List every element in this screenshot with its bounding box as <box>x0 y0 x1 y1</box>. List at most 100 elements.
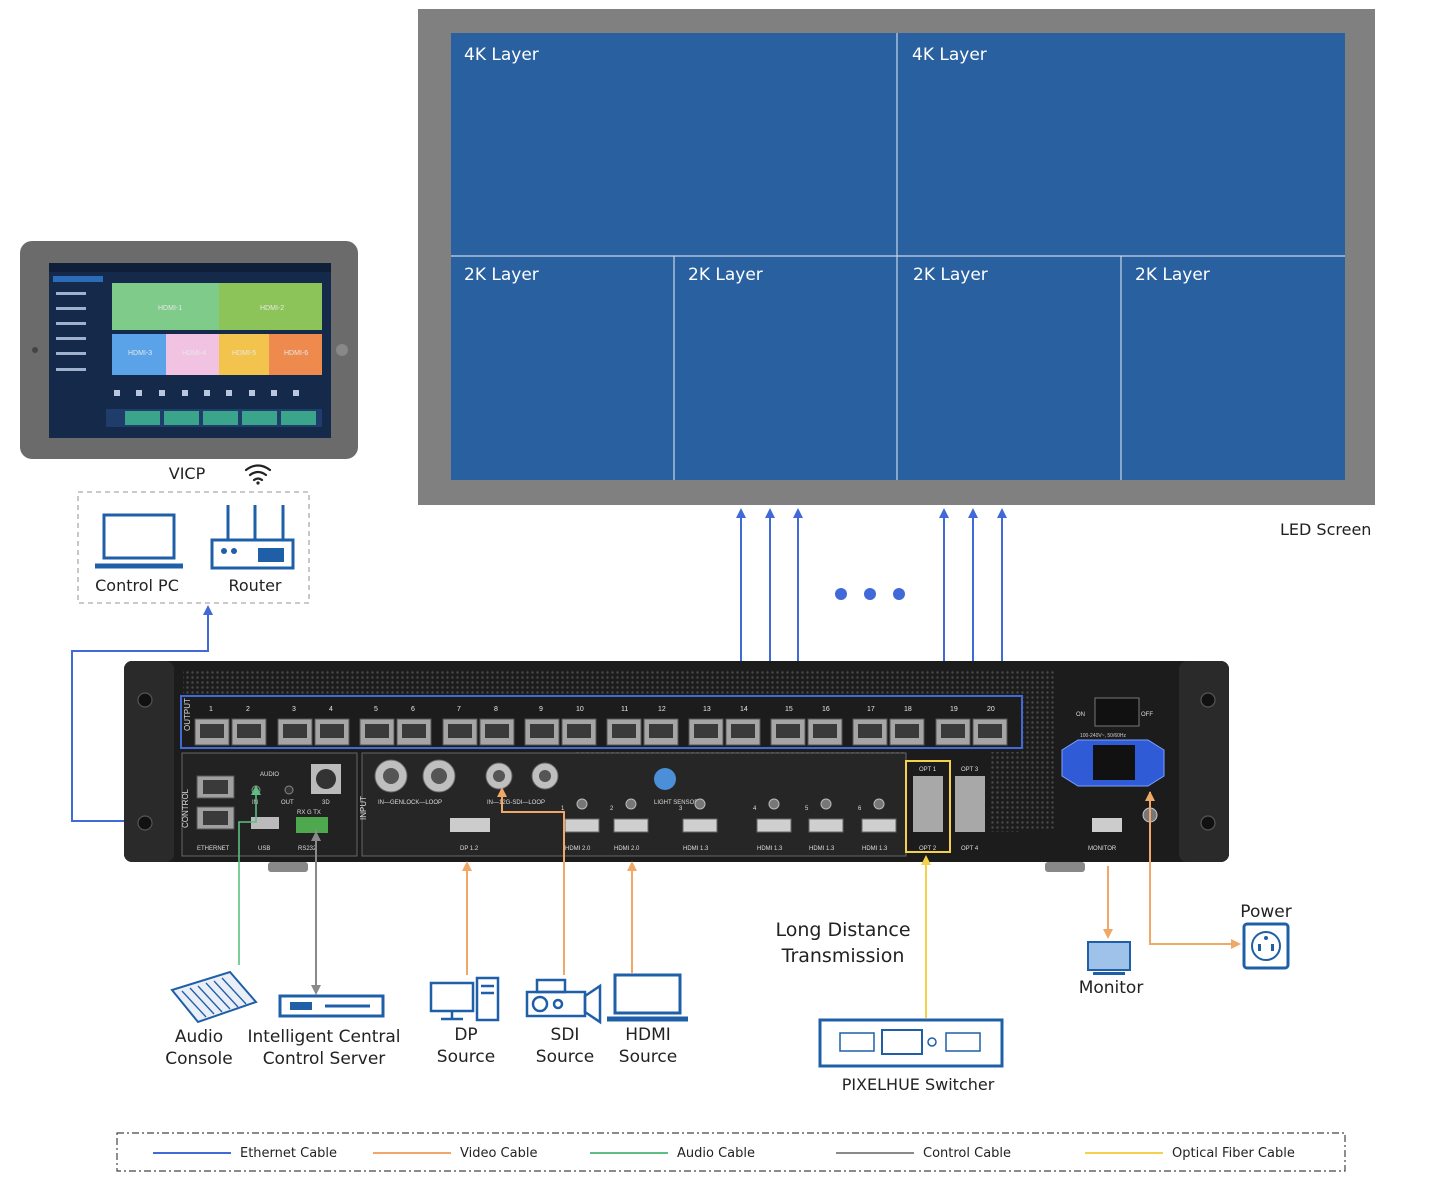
output-port-number: 8 <box>494 706 498 713</box>
sdi-video-line <box>497 787 565 975</box>
hdmi-source-label-2: Source <box>619 1047 677 1067</box>
layer-2k-1: 2K Layer <box>464 265 539 285</box>
hdmi-port <box>564 818 600 833</box>
output-port-number: 12 <box>658 706 666 713</box>
svg-text:3D: 3D <box>322 800 330 806</box>
hdmi-port <box>613 818 649 833</box>
svg-text:HDMI-5: HDMI-5 <box>232 350 256 357</box>
layer-2k-2: 2K Layer <box>688 265 763 285</box>
layer-2k-3: 2K Layer <box>913 265 988 285</box>
led-screen-label: LED Screen <box>1280 520 1371 539</box>
legend-label: Audio Cable <box>677 1146 755 1161</box>
power-line <box>1149 792 1241 949</box>
server-icon <box>278 994 385 1018</box>
power-switch <box>1094 697 1140 727</box>
output-port-number: 9 <box>539 706 543 713</box>
output-port-number: 11 <box>621 706 628 713</box>
control-pc-label: Control PC <box>95 576 179 595</box>
svg-text:HDMI-2: HDMI-2 <box>260 305 284 312</box>
output-port-number: 4 <box>329 706 333 713</box>
output-port-number: 17 <box>867 706 875 713</box>
laptop-icon <box>95 513 183 569</box>
central-control-label-1: Intelligent Central <box>247 1027 400 1047</box>
ethernet-label: ETHERNET <box>197 846 230 852</box>
output-port-number: 2 <box>246 706 250 713</box>
hdmi-port-number: 4 <box>753 806 757 812</box>
monitor-icon <box>1087 941 1131 975</box>
svg-text:ON: ON <box>1076 712 1085 718</box>
svg-text:IN: IN <box>252 800 258 806</box>
svg-text:MONITOR: MONITOR <box>1088 846 1117 852</box>
svg-text:RX G TX: RX G TX <box>297 810 321 816</box>
hdmi-port-label: HDMI 1.3 <box>683 846 709 852</box>
tablet-tile-hdmi6 <box>269 334 322 375</box>
vicp-label: VICP <box>169 464 206 483</box>
output-port-number: 10 <box>576 706 584 713</box>
hdmi-port <box>756 818 792 833</box>
audio-label: AUDIO <box>260 772 279 778</box>
led-screen: 4K Layer 4K Layer 2K Layer 2K Layer 2K L… <box>418 9 1375 539</box>
dp-port <box>450 818 490 832</box>
svg-text:LIGHT SENSOR: LIGHT SENSOR <box>654 800 699 806</box>
svg-text:OUT: OUT <box>281 800 294 806</box>
sdi-source-label-2: Source <box>536 1047 594 1067</box>
audio-out-jack <box>284 785 294 795</box>
long-distance-label-2: Transmission <box>781 945 905 967</box>
output-port-number: 16 <box>822 706 830 713</box>
monitor-label: Monitor <box>1079 978 1144 998</box>
hdmi-source-label-1: HDMI <box>625 1025 671 1045</box>
output-port-number: 1 <box>209 706 213 713</box>
video-camera-icon <box>525 978 602 1025</box>
long-distance-label-1: Long Distance <box>775 919 910 941</box>
svg-text:HDMI-1: HDMI-1 <box>158 305 182 312</box>
ellipsis-dots <box>835 588 905 600</box>
wifi-icon <box>244 464 272 485</box>
svg-text:OPT 3: OPT 3 <box>961 767 979 773</box>
svg-text:OFF: OFF <box>1141 712 1153 718</box>
output-port-number: 20 <box>987 706 995 713</box>
output-port-number: 3 <box>292 706 296 713</box>
router-label: Router <box>228 576 281 595</box>
vicp-tablet: HDMI-1 HDMI-2 HDMI-3 HDMI-4 HDMI-5 HDMI-… <box>20 241 358 485</box>
dp-source-label-1: DP <box>454 1025 477 1045</box>
hdmi-port-label: HDMI 2.0 <box>565 846 591 852</box>
hdmi-port-number: 3 <box>679 806 683 812</box>
hdmi-port-label: HDMI 1.3 <box>862 846 888 852</box>
output-port-number: 6 <box>411 706 415 713</box>
hdmi-port-label: HDMI 1.3 <box>757 846 783 852</box>
svg-text:OPT 1: OPT 1 <box>919 767 937 773</box>
opt-highlight <box>905 760 951 853</box>
svg-text:HDMI-4: HDMI-4 <box>182 350 206 357</box>
usb-label: USB <box>258 846 270 852</box>
sdi-source-label-1: SDI <box>551 1025 580 1045</box>
output-port-number: 18 <box>904 706 912 713</box>
hdmi-port <box>682 818 718 833</box>
output-port-number: 7 <box>457 706 461 713</box>
svg-text:HDMI-6: HDMI-6 <box>284 350 308 357</box>
output-port-number: 5 <box>374 706 378 713</box>
input-label: INPUT <box>359 796 368 820</box>
svg-text:IN—12G-SDI—LOOP: IN—12G-SDI—LOOP <box>487 800 545 806</box>
legend-label: Control Cable <box>923 1146 1011 1161</box>
router-icon <box>210 505 295 570</box>
power-outlet-icon <box>1242 922 1290 970</box>
svg-text:IN—GENLOCK—LOOP: IN—GENLOCK—LOOP <box>378 800 442 806</box>
rs232-port <box>296 817 328 833</box>
legend-box <box>116 1132 1346 1172</box>
output-block <box>180 695 1023 749</box>
tablet-tile-hdmi5 <box>219 334 269 375</box>
rs232-label: RS232 <box>298 846 317 852</box>
power-label: Power <box>1240 902 1291 922</box>
laptop-source-icon <box>607 973 688 1022</box>
output-port-number: 14 <box>740 706 748 713</box>
light-sensor-port <box>654 768 676 790</box>
output-port-number: 19 <box>950 706 958 713</box>
tablet-tile-hdmi1 <box>112 283 219 330</box>
svg-text:HDMI-3: HDMI-3 <box>128 350 152 357</box>
output-label: OUTPUT <box>183 698 192 731</box>
control-label: CONTROL <box>181 788 190 828</box>
opt-port-1-2 <box>913 776 943 832</box>
svg-text:DP 1.2: DP 1.2 <box>460 846 479 852</box>
hdmi-port-number: 1 <box>561 806 565 812</box>
